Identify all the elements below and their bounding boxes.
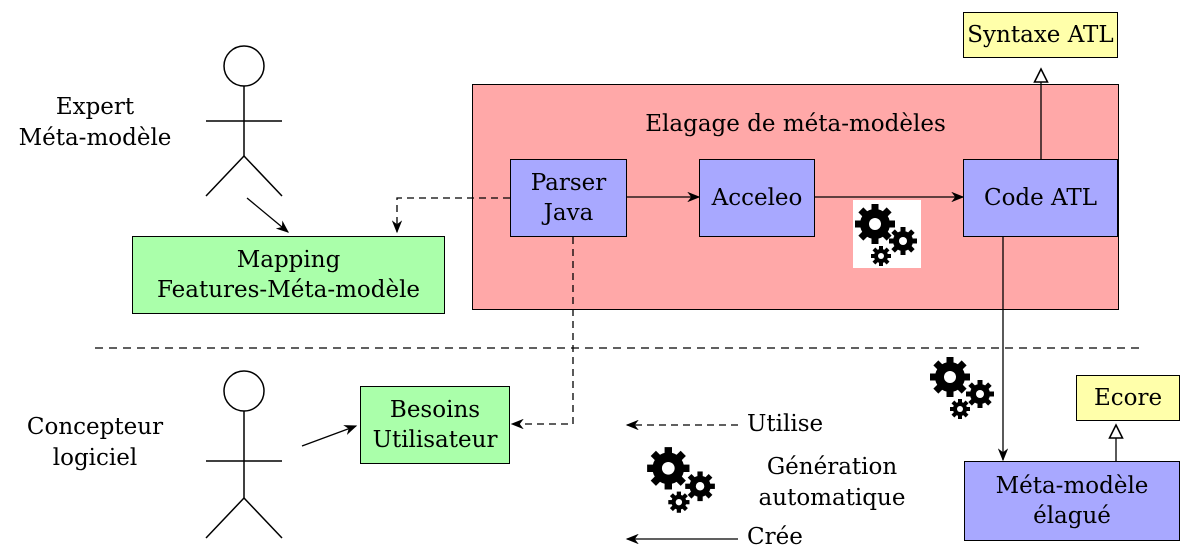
- designer-to-needs-arrow: [301, 425, 358, 447]
- legend-generation-line1: Génération: [766, 454, 898, 480]
- mapping-line2: Features-Méta-modèle: [156, 277, 421, 303]
- expert-label: Expert Méta-modèle: [5, 92, 185, 154]
- parser-uses-needs-arrow: [510, 237, 574, 430]
- legend-creates-label: Crée: [747, 522, 803, 553]
- legend-creates-text: Crée: [747, 524, 803, 550]
- gears-icon: [928, 355, 996, 423]
- designer-label-line2: logiciel: [52, 445, 138, 471]
- mapping-line1: Mapping: [236, 247, 341, 273]
- atl-code-label: Code ATL: [983, 185, 1098, 211]
- legend-uses-text: Utilise: [747, 411, 824, 437]
- legend-gears-icon: [645, 445, 717, 517]
- mapping-box: Mapping Features-Méta-modèle: [132, 236, 445, 314]
- legend-generation-line2: automatique: [758, 485, 906, 511]
- atl-syntax-box: Syntaxe ATL: [963, 12, 1118, 58]
- pruned-metamodel-box: Méta-modèle élagué: [964, 461, 1180, 541]
- pruned-line2: élagué: [1033, 503, 1111, 529]
- pruned-line1: Méta-modèle: [995, 473, 1149, 499]
- gears-icon: [853, 200, 921, 268]
- pruning-region-title: Elagage de méta-modèles: [645, 111, 946, 137]
- parser-line1: Parser: [530, 170, 607, 196]
- designer-label-line1: Concepteur: [26, 414, 164, 440]
- legend-generation-label: Génération automatique: [742, 452, 922, 514]
- designer-label: Concepteur logiciel: [5, 412, 185, 474]
- acceleo-box: Acceleo: [699, 159, 815, 237]
- needs-box: Besoins Utilisateur: [360, 386, 510, 464]
- acceleo-label: Acceleo: [711, 185, 803, 211]
- ecore-box: Ecore: [1076, 375, 1180, 421]
- expert-label-line2: Méta-modèle: [18, 125, 172, 151]
- expert-figure-icon: [205, 45, 283, 197]
- ecore-label: Ecore: [1093, 385, 1163, 411]
- legend-uses-label: Utilise: [747, 409, 823, 440]
- needs-line1: Besoins: [389, 397, 481, 423]
- parser-line2: Java: [543, 200, 594, 226]
- atl-code-box: Code ATL: [963, 159, 1118, 237]
- parser-box: Parser Java: [510, 159, 627, 237]
- expert-label-line1: Expert: [55, 94, 135, 120]
- designer-figure-icon: [205, 370, 283, 539]
- atl-syntax-label: Syntaxe ATL: [967, 22, 1114, 48]
- needs-line2: Utilisateur: [372, 427, 498, 453]
- expert-to-mapping-arrow: [246, 197, 290, 233]
- parser-uses-mapping-arrow: [391, 197, 510, 234]
